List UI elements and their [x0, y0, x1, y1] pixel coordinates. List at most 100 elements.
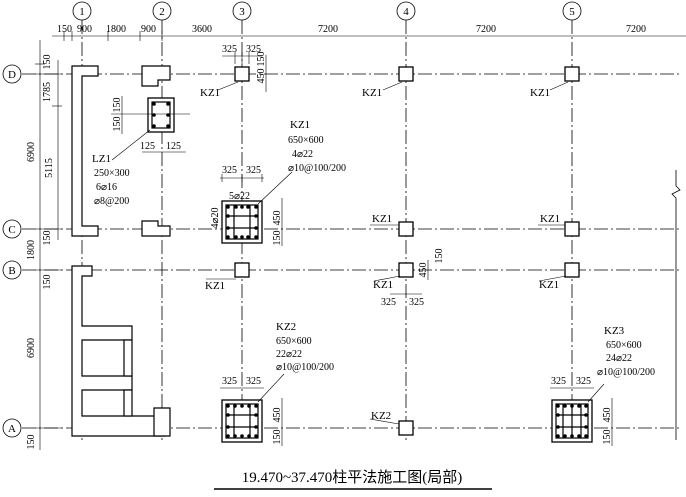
lz1-spec-line3: 6⌀16 — [96, 182, 117, 193]
top-dim-7200b: 7200 — [476, 24, 496, 35]
dim-kz2-325a: 325 — [222, 376, 237, 387]
column-kz1-d5 — [564, 66, 580, 82]
wall-upper — [71, 65, 99, 237]
wall-a2 — [153, 407, 171, 437]
label-kz1-c4: KZ1 — [372, 213, 392, 225]
wall-stub-1 — [123, 339, 133, 377]
dim-d3-325a: 325 — [222, 44, 237, 55]
left-dim-1800: 1800 — [26, 240, 37, 260]
left-dim-150-c: 150 — [42, 231, 53, 246]
axis-label-d: D — [8, 69, 16, 81]
kz2-spec-line2: 650×600 — [276, 336, 312, 347]
left-dim-5115: 5115 — [44, 158, 55, 178]
dim-lz1-125b: 125 — [166, 141, 181, 152]
top-dim-7200a: 7200 — [318, 24, 338, 35]
wall-d2 — [141, 65, 171, 87]
kz1-top-rebar: 5⌀22 — [229, 191, 250, 202]
axis-label-2: 2 — [159, 6, 165, 18]
top-dim-3600: 3600 — [192, 24, 212, 35]
axis-label-c: C — [8, 224, 15, 236]
left-dim-6900-bottom: 6900 — [26, 338, 37, 358]
axis-label-a: A — [8, 423, 16, 435]
dim-kz1-325b: 325 — [246, 165, 261, 176]
label-kz1-d3: KZ1 — [200, 87, 220, 99]
dim-lz1-125a: 125 — [140, 141, 155, 152]
wall-stub-2 — [123, 389, 133, 417]
dim-kz2-450: 450 — [272, 408, 283, 423]
label-kz2-a4: KZ2 — [371, 410, 391, 422]
column-kz1-c5 — [564, 221, 580, 237]
axis-label-5: 5 — [569, 6, 575, 18]
lz1-spec-line1: LZ1 — [92, 153, 111, 165]
column-kz1-b3 — [234, 262, 250, 278]
break-mark — [671, 170, 681, 440]
column-kz2-a4 — [398, 420, 414, 436]
kz1-spec-line1: KZ1 — [290, 119, 310, 131]
column-kz1-b5 — [564, 262, 580, 278]
dim-kz3-325a: 325 — [551, 376, 566, 387]
kz3-spec-line2: 650×600 — [606, 340, 642, 351]
dim-d3-450: 450 — [256, 69, 267, 84]
label-kz1-b3: KZ1 — [205, 280, 225, 292]
top-dim-150: 150 — [57, 24, 72, 35]
axis-label-1: 1 — [79, 6, 85, 18]
kz1-spec-line2: 650×600 — [288, 135, 324, 146]
kz2-spec-line4: ⌀10@100/200 — [276, 362, 334, 373]
left-dim-150-b: 150 — [42, 275, 53, 290]
dim-b4-325b: 325 — [409, 297, 424, 308]
left-dim-150-bottom: 150 — [26, 435, 37, 450]
shear-walls — [71, 65, 171, 437]
dim-kz1-325a: 325 — [222, 165, 237, 176]
dim-b4-150: 150 — [434, 249, 445, 264]
drawing-title: 19.470~37.470柱平法施工图(局部) — [242, 469, 463, 486]
dim-b4-450: 450 — [418, 263, 429, 278]
kz3-spec-line3: 24⌀22 — [606, 353, 632, 364]
axis-bubbles: 1 2 3 4 5 D C B A — [2, 1, 582, 438]
axis-label-3: 3 — [239, 6, 245, 18]
kz3-spec-line4: ⌀10@100/200 — [597, 367, 655, 378]
dim-kz2-150: 150 — [272, 430, 283, 445]
dim-kz3-325b: 325 — [576, 376, 591, 387]
left-dim-6900-top: 6900 — [26, 142, 37, 162]
kz1-spec-line3: 4⌀22 — [292, 149, 313, 160]
top-dimension-chain: 150 900 1800 900 3600 7200 7200 7200 — [52, 24, 686, 41]
dim-lz1-150a: 150 — [112, 98, 123, 113]
column-kz1-d3 — [234, 66, 250, 82]
dim-kz2-325b: 325 — [246, 376, 261, 387]
dim-d3-325b: 325 — [246, 44, 261, 55]
dim-b4-325a: 325 — [381, 297, 396, 308]
kz2-spec-line1: KZ2 — [276, 321, 296, 333]
column-labels: KZ1 KZ1 KZ1 KZ1 KZ1 KZ1 KZ1 KZ1 KZ2 — [200, 81, 569, 425]
lz1-spec-line2: 250×300 — [94, 168, 130, 179]
kz1-detail: 325 325 5⌀22 4⌀20 450 150 KZ1 650×600 4⌀… — [210, 119, 346, 246]
label-kz1-c5: KZ1 — [540, 213, 560, 225]
dim-kz1-150: 150 — [272, 231, 283, 246]
kz2-spec-line3: 22⌀22 — [276, 349, 302, 360]
left-dim-150-top: 150 — [42, 55, 53, 70]
small-columns — [234, 66, 580, 436]
top-dim-1800: 1800 — [106, 24, 126, 35]
wall-lower — [71, 265, 166, 437]
kz1-spec-line4: ⌀10@100/200 — [288, 163, 346, 174]
top-dim-7200c: 7200 — [626, 24, 646, 35]
dim-kz3-150: 150 — [602, 430, 613, 445]
label-kz1-b4: KZ1 — [373, 279, 393, 291]
label-kz1-d5: KZ1 — [530, 87, 550, 99]
kz3-spec-line1: KZ3 — [604, 325, 625, 337]
axis-label-4: 4 — [403, 6, 409, 18]
lz1-detail: 150 150 125 125 LZ1 250×300 6⌀16 ⌀8@200 — [92, 96, 190, 207]
dim-lz1-150b: 150 — [112, 117, 123, 132]
label-kz1-b5: KZ1 — [539, 279, 559, 291]
column-kz1-c4 — [398, 221, 414, 237]
kz3-detail: 325 325 450 150 KZ3 650×600 24⌀22 ⌀10@10… — [550, 325, 655, 446]
column-kz1-d4 — [398, 66, 414, 82]
dim-kz1-450: 450 — [272, 211, 283, 226]
wall-c2 — [141, 220, 171, 237]
axis-label-b: B — [8, 265, 15, 277]
column-d3-dims: 325 325 450 150 — [222, 44, 267, 92]
left-dim-1785: 1785 — [42, 82, 53, 102]
column-b4-dims: 450 150 325 325 — [381, 249, 445, 309]
kz2-detail: 325 325 450 150 KZ2 650×600 22⌀22 ⌀10@10… — [220, 321, 334, 446]
top-dim-900a: 900 — [77, 24, 92, 35]
